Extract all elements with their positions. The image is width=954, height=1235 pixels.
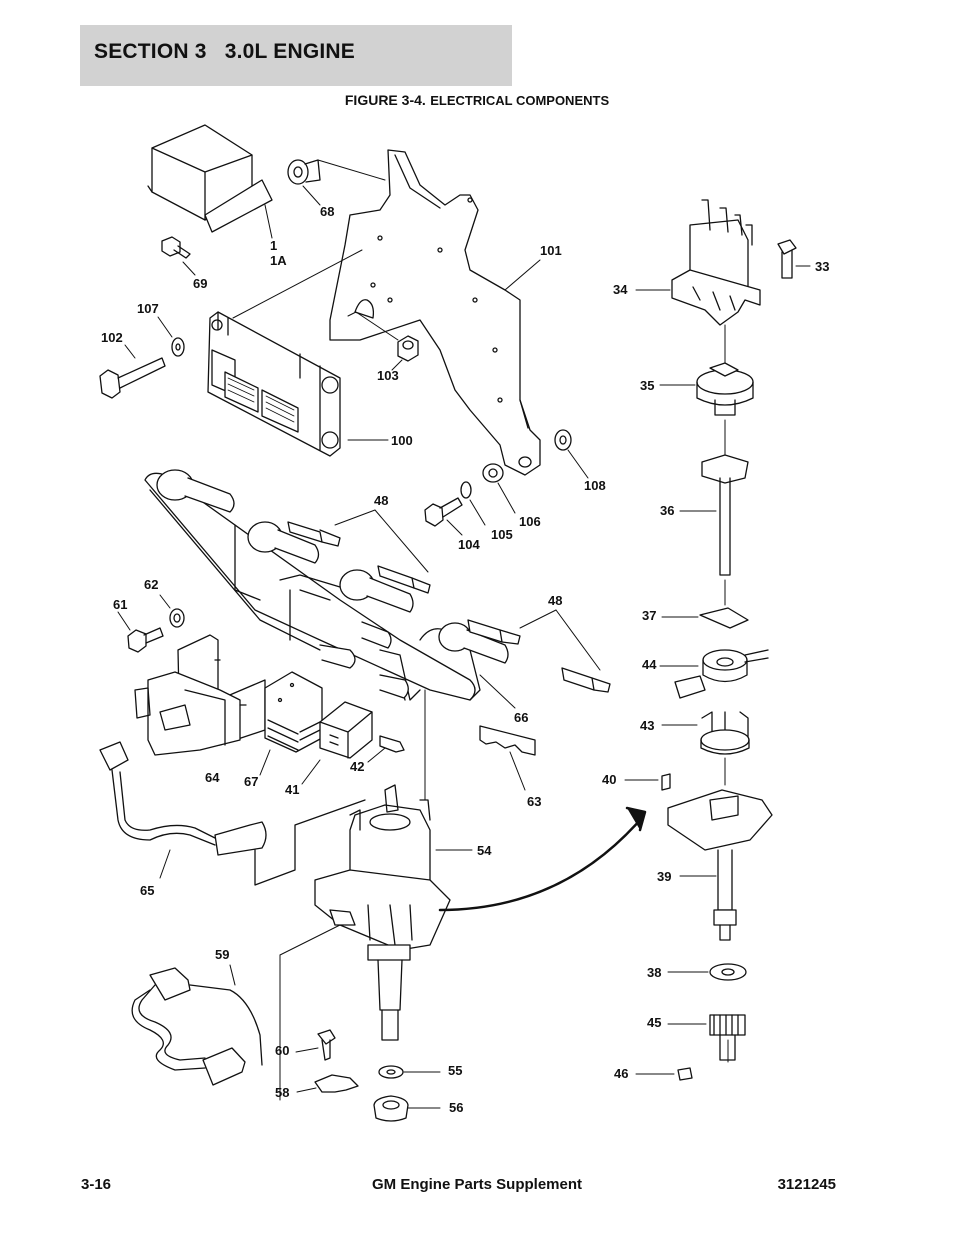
callout-35: 35 [640,378,654,393]
figure-number: FIGURE 3-4. [344,92,426,108]
coil-wire-65 [99,741,366,886]
callout-100: 100 [391,433,413,448]
callout-46: 46 [614,1066,628,1081]
pickup-coil-44 [674,649,769,699]
callout-67: 67 [244,774,258,789]
harness-59 [131,967,263,1086]
callout-106: 106 [519,514,541,529]
housing-39 [667,789,773,941]
callout-42: 42 [350,759,364,774]
callout-44: 44 [642,657,657,672]
callout-37: 37 [642,608,656,623]
spark-plugs-48 [287,521,611,693]
callout-48-lower: 48 [548,593,562,608]
callout-38: 38 [647,965,661,980]
callout-40: 40 [602,772,616,787]
callout-63: 63 [527,794,541,809]
callout-104: 104 [458,537,480,552]
heat-sink-67 [264,671,323,753]
callout-33: 33 [815,259,829,274]
callout-41: 41 [285,782,299,797]
callout-59: 59 [215,947,229,962]
relay-module [147,124,273,233]
section-header-band [80,25,512,86]
figure-title: FIGURE 3-4. ELECTRICAL COMPONENTS [0,92,954,110]
callout-56: 56 [449,1100,463,1115]
callout-1: 1 [270,238,277,253]
callout-55: 55 [448,1063,462,1078]
callout-101: 101 [540,243,562,258]
callout-61: 61 [113,597,127,612]
callout-69: 69 [193,276,207,291]
callout-65: 65 [140,883,154,898]
distributor-assembly-54 [314,784,451,1041]
callout-107: 107 [137,301,159,316]
callout-108: 108 [584,478,606,493]
ignition-module-41 [319,701,373,759]
distributor-cap-34 [671,199,761,326]
callout-68: 68 [320,204,334,219]
rotor-35 [696,362,754,416]
section-number: SECTION 3 [94,40,207,63]
callout-102: 102 [101,330,123,345]
callout-62: 62 [144,577,158,592]
callout-58: 58 [275,1085,289,1100]
callout-43: 43 [640,718,654,733]
callout-48-upper: 48 [374,493,388,508]
callout-1a: 1A [270,253,287,268]
bracket-101 [329,149,541,476]
bolt-69 [161,236,191,259]
callout-103: 103 [377,368,399,383]
document-number: 3121245 [777,1176,836,1193]
spark-plug-wires [144,469,509,701]
figure-caption: ELECTRICAL COMPONENTS [430,93,610,108]
callout-36: 36 [660,503,674,518]
callout-34: 34 [613,282,628,297]
callout-105: 105 [491,527,513,542]
page-number: 3-16 [81,1176,112,1193]
callout-45: 45 [647,1015,661,1030]
callout-60: 60 [275,1043,289,1058]
bolt-102 [99,357,166,399]
callout-39: 39 [657,869,671,884]
callout-54: 54 [477,843,492,858]
footer-title: GM Engine Parts Supplement [371,1176,583,1193]
grommet-68 [287,159,321,185]
callout-64: 64 [205,770,220,785]
callout-66: 66 [514,710,528,725]
section-title: SECTION 3 3.0L ENGINE [94,40,355,64]
ignition-coil-64 [134,634,266,756]
section-name: 3.0L ENGINE [224,40,355,63]
ecm-100 [207,311,341,457]
